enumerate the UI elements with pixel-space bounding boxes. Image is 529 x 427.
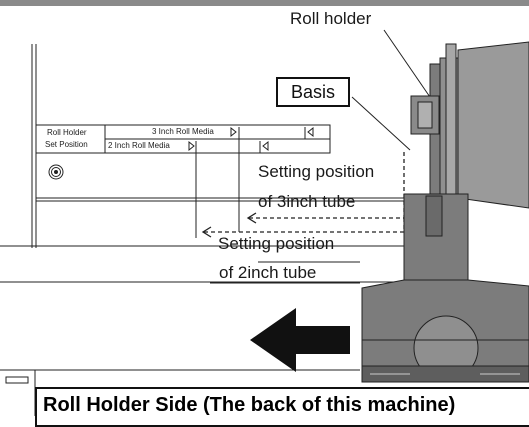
- scale-row-3inch: 3 Inch Roll Media: [152, 127, 214, 136]
- diagram-drawing: [0, 0, 529, 416]
- scale-row-2inch: 2 Inch Roll Media: [108, 141, 170, 150]
- leader-2inch: [204, 218, 405, 233]
- leader-roll-holder: [383, 29, 433, 101]
- caption-box: Roll Holder Side (The back of this machi…: [35, 387, 529, 427]
- screw-icon: [48, 164, 64, 180]
- arrowhead-2inch: [201, 226, 212, 238]
- setting-2inch-label-line2: of 2inch tube: [219, 263, 317, 282]
- setting-2inch-label-line1: Setting position: [218, 234, 335, 253]
- marker-3inch-end: [307, 126, 314, 138]
- scale-plate: [36, 124, 331, 154]
- marker-3inch-start: [230, 126, 237, 138]
- roll-holder-label: Roll holder: [290, 9, 372, 28]
- leader-basis: [351, 96, 411, 151]
- marker-2inch-end: [262, 140, 269, 152]
- bottom-left-bracket: [5, 376, 29, 384]
- left-arrow-icon: [250, 308, 350, 372]
- setting-3inch-label-line1: Setting position: [258, 162, 375, 181]
- arrowhead-3inch: [246, 212, 257, 224]
- scale-title-line2: Set Position: [45, 140, 88, 149]
- caption-text: Roll Holder Side (The back of this machi…: [43, 394, 456, 416]
- scale-title-line1: Roll Holder: [47, 128, 87, 137]
- marker-2inch-start: [188, 140, 195, 152]
- holder-flange: [457, 41, 529, 209]
- top-edge-bar: [0, 0, 529, 6]
- basis-label-box: Basis: [276, 77, 350, 107]
- basis-label: Basis: [290, 81, 335, 102]
- setting-3inch-label-line2: of 3inch tube: [258, 192, 356, 211]
- roll-holder-assembly: [361, 41, 529, 383]
